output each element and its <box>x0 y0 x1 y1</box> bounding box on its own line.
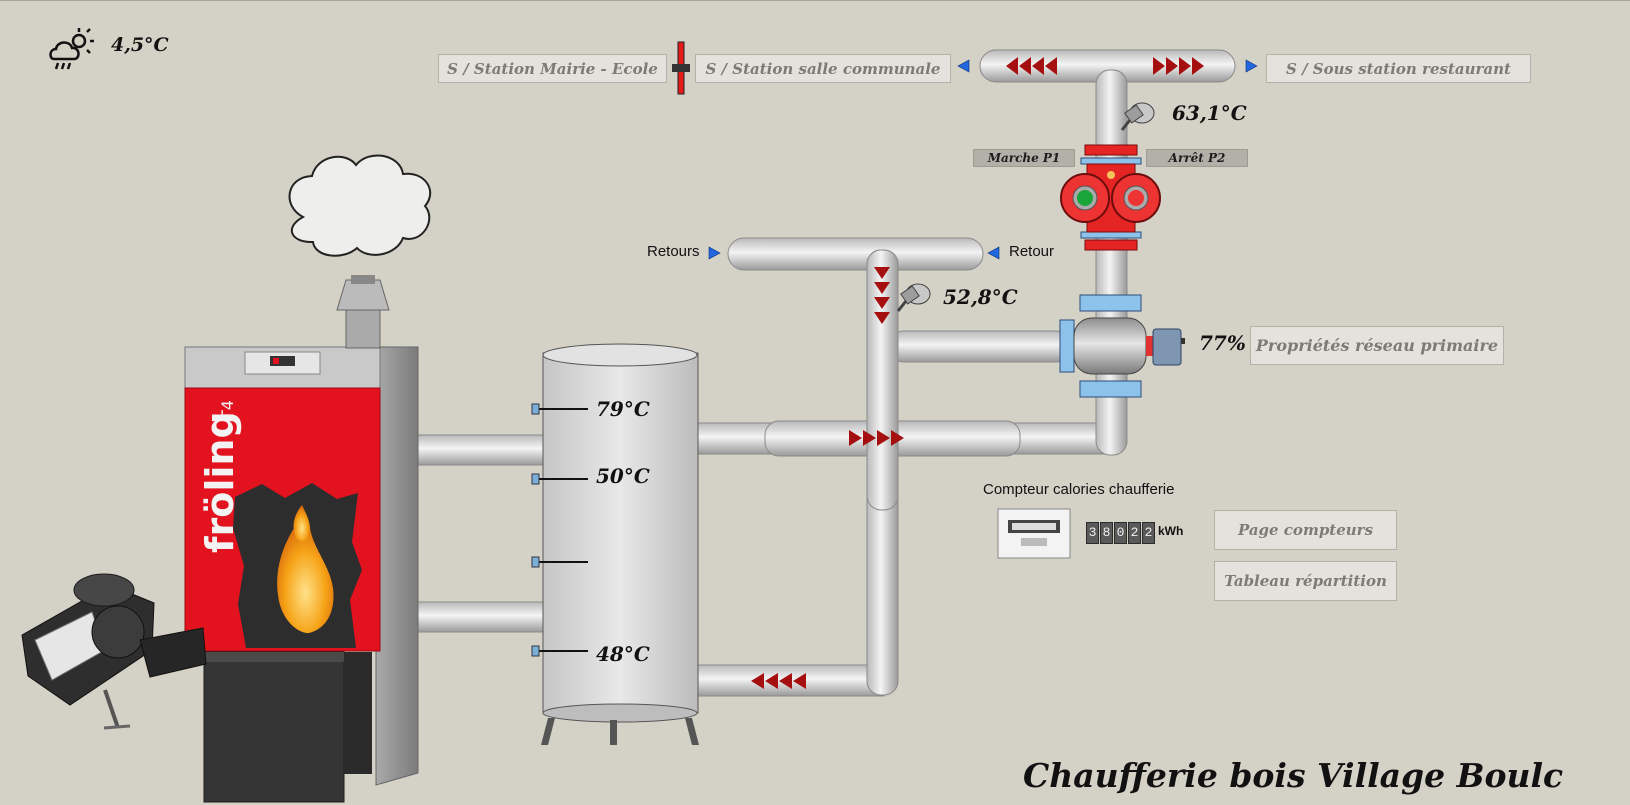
weather-cloud-sun-rain-icon <box>48 26 98 72</box>
pump-p2-status-label: Arrêt P2 <box>1146 149 1248 167</box>
flame-large <box>277 517 334 634</box>
counter-digit: 3 <box>1086 522 1099 544</box>
temp-probe-return-icon <box>896 283 931 312</box>
pump-p1-running-indicator <box>1077 190 1093 206</box>
twin-pump <box>1060 144 1161 251</box>
pipe-boiler-flow <box>407 434 547 466</box>
pipe-bypass <box>889 330 1071 363</box>
return-temperature-readout: 52,8°C <box>943 285 1018 309</box>
boiler-brand-logo: fröling <box>198 411 242 553</box>
top-border <box>0 0 1630 1</box>
return-right-label: Retour <box>1009 243 1055 260</box>
connection-markers <box>708 59 1258 260</box>
tank-temp-2: 50°C <box>596 464 650 488</box>
calorie-meter-unit: kWh <box>1158 524 1184 538</box>
pipe-return-collector <box>727 237 984 271</box>
calorie-meter-title: Compteur calories chaufferie <box>983 481 1175 498</box>
page-compteurs-button[interactable]: Page compteurs <box>1214 510 1397 550</box>
wood-boiler: fröling T4 <box>184 154 432 803</box>
tableau-repartition-button[interactable]: Tableau répartition <box>1214 561 1397 601</box>
pump-p1-status-label: Marche P1 <box>973 149 1075 167</box>
counter-digit: 8 <box>1100 522 1113 544</box>
calorie-meter-counter: 3 8 0 2 2 <box>1086 522 1155 544</box>
temp-probe-flow-icon <box>1120 102 1155 131</box>
station-restaurant-button[interactable]: S / Sous station restaurant <box>1266 54 1531 83</box>
counter-digit: 2 <box>1142 522 1155 544</box>
calorie-meter-device <box>997 508 1071 559</box>
boiler-ash-box <box>203 651 345 803</box>
boiler-model-label: T4 <box>218 400 237 421</box>
pump-p2-stopped-indicator <box>1128 190 1144 206</box>
outdoor-temperature: 4,5°C <box>111 34 169 56</box>
station-mairie-ecole-button[interactable]: S / Station Mairie - Ecole <box>438 54 667 83</box>
counter-digit: 2 <box>1128 522 1141 544</box>
station-salle-communale-button[interactable]: S / Station salle communale <box>695 54 951 83</box>
counter-digit: 0 <box>1114 522 1127 544</box>
pipe-boiler-return <box>407 601 547 633</box>
flame-small <box>293 505 311 541</box>
smoke-cloud-icon <box>288 154 432 257</box>
tank-temp-4: 48°C <box>596 642 650 666</box>
tank-temp-1: 79°C <box>596 397 650 421</box>
flow-arrows <box>751 57 1204 689</box>
three-way-valve <box>1059 294 1185 398</box>
isolation-valve <box>672 41 690 95</box>
valve-opening-readout: 77% <box>1199 331 1246 355</box>
page-title: Chaufferie bois Village Boulc <box>1023 756 1564 795</box>
primary-network-properties-button[interactable]: Propriétés réseau primaire <box>1250 326 1504 365</box>
pellet-feeder <box>21 573 207 730</box>
returns-left-label: Retours <box>647 243 700 260</box>
valve-actuator <box>1152 328 1182 366</box>
buffer-tank <box>531 343 699 745</box>
flow-temperature-readout: 63,1°C <box>1172 101 1247 125</box>
